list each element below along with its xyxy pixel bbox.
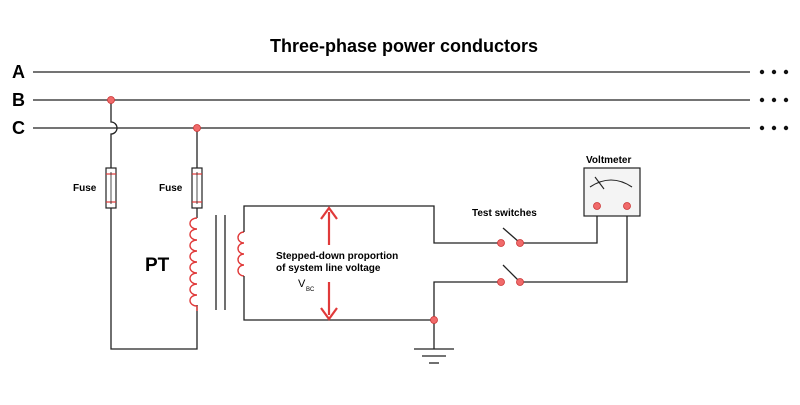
ground-symbol	[414, 348, 454, 364]
switch-top-right-terminal	[516, 239, 524, 247]
voltmeter-terminal-left	[593, 202, 601, 210]
continuation-dots-a	[759, 69, 789, 75]
meter-wire-top	[520, 206, 598, 244]
voltmeter	[583, 167, 641, 217]
test-switch-bottom-blade[interactable]	[502, 264, 520, 282]
return-wire	[110, 208, 198, 350]
voltmeter-label: Voltmeter	[586, 155, 631, 166]
continuation-dots-b	[759, 97, 789, 103]
test-switch-top-blade[interactable]	[502, 227, 520, 243]
fuse-right	[191, 167, 203, 209]
junction-node-b	[107, 96, 115, 104]
ground-junction-node	[430, 316, 438, 324]
pt-primary-coil	[189, 217, 198, 307]
fuse-right-label: Fuse	[159, 183, 183, 194]
switch-bottom-right-terminal	[516, 278, 524, 286]
meter-wire-bottom	[520, 206, 628, 283]
phase-label-b: B	[12, 90, 25, 110]
continuation-dots-c	[759, 125, 789, 131]
switch-top-left-terminal	[497, 239, 505, 247]
pt-secondary-coil	[237, 231, 245, 277]
secondary-lower-wire	[433, 281, 500, 320]
voltage-symbol: V	[298, 278, 306, 290]
junction-node-c	[193, 124, 201, 132]
voltage-subscript: BC	[306, 287, 315, 293]
switch-bottom-left-terminal	[497, 278, 505, 286]
voltage-arrow	[320, 206, 338, 321]
secondary-top-wire	[243, 205, 500, 244]
tap-wire-b	[110, 100, 118, 168]
voltmeter-terminal-right	[623, 202, 631, 210]
phase-label-a: A	[12, 62, 25, 82]
fuse-left	[105, 167, 117, 209]
stepped-down-text-line2: of system line voltage	[276, 263, 381, 274]
phase-label-c: C	[12, 118, 25, 138]
stepped-down-text-line1: Stepped-down proportion	[276, 251, 398, 262]
test-switches-label: Test switches	[472, 208, 537, 219]
secondary-bottom-wire	[243, 276, 434, 321]
diagram-title: Three-phase power conductors	[270, 36, 538, 56]
fuse-left-label: Fuse	[73, 183, 97, 194]
pt-label: PT	[145, 255, 170, 276]
